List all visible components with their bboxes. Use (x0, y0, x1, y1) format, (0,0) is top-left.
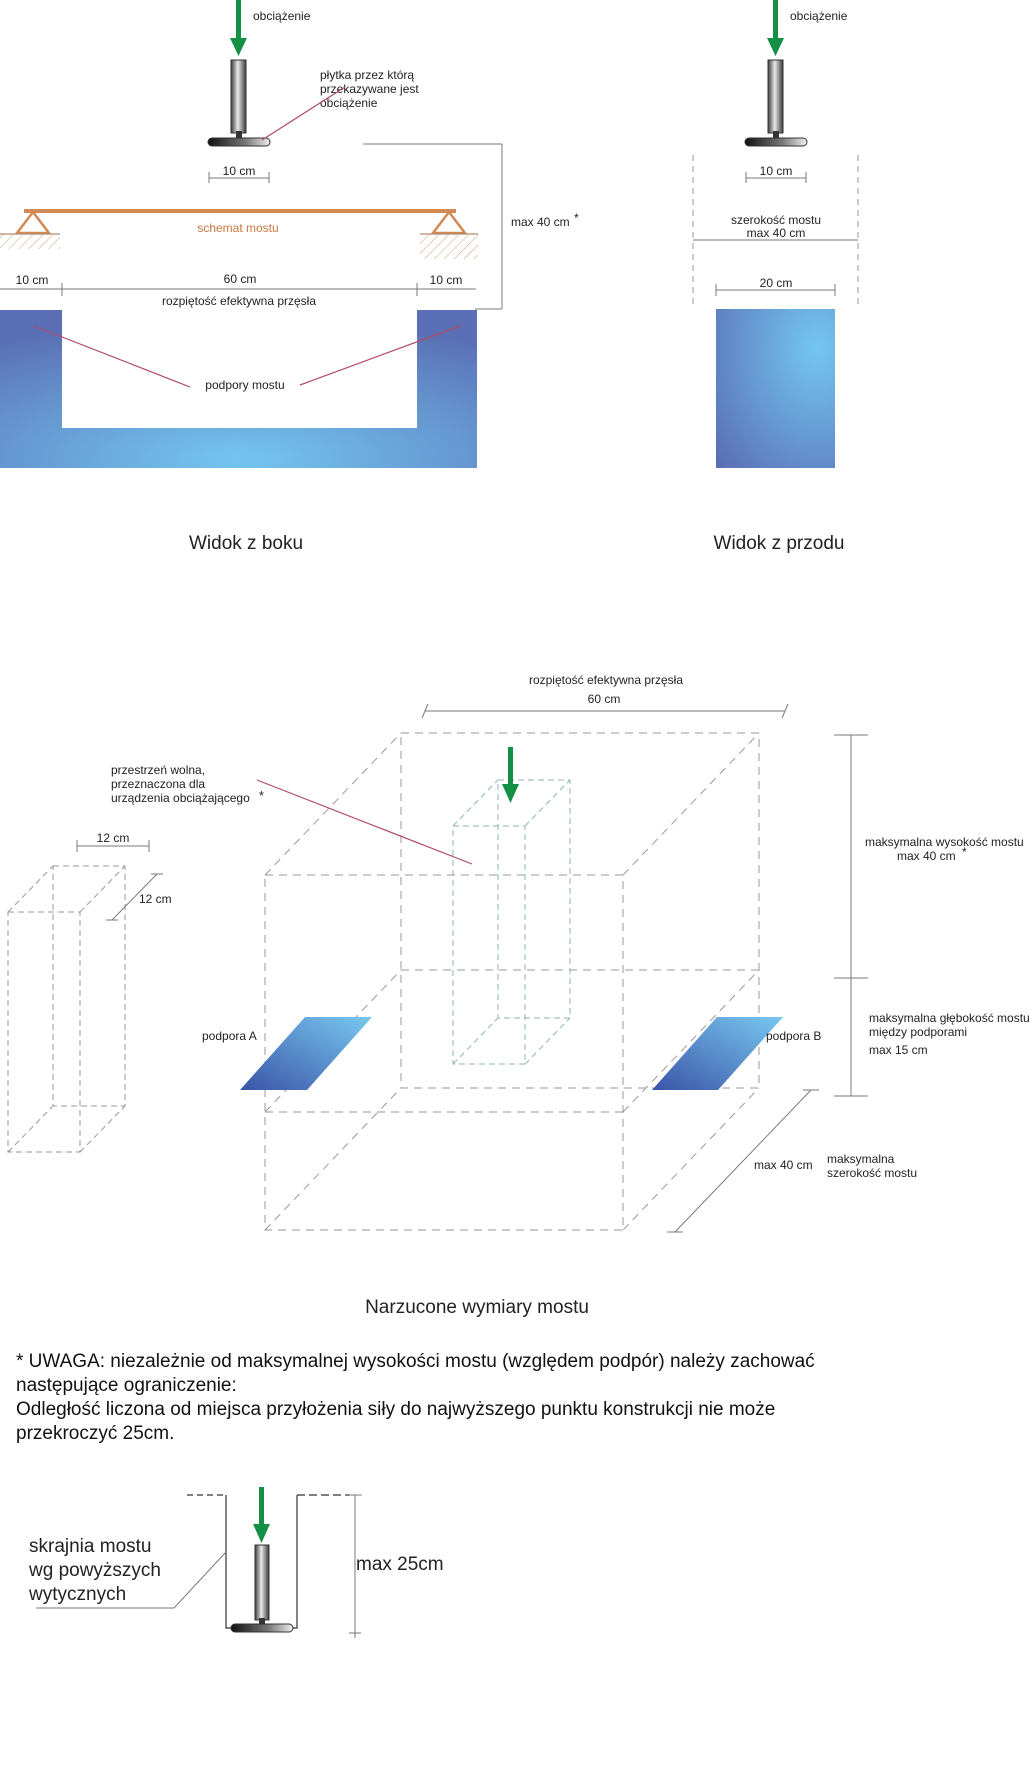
front-width-value: max 40 cm (747, 226, 806, 240)
front-support-shape (716, 309, 835, 468)
box-width-dimension (76, 840, 150, 852)
box-depth-dimension (106, 873, 163, 921)
side-view: obciążenie płytka przez którą przekazywa… (0, 0, 579, 554)
load-plate-icon (230, 1544, 294, 1633)
supports-leader-right (299, 325, 461, 386)
note-line-2: następujące ograniczenie: (16, 1375, 237, 1396)
clearance-detail: max 25cm skrajnia mostu wg powyższych wy… (28, 1487, 444, 1638)
load-arrow-icon (230, 0, 247, 56)
free-space-line-2: przeznaczona dla (111, 777, 205, 791)
side-view-caption: Widok z boku (189, 533, 303, 554)
left-support-width: 10 cm (16, 273, 49, 287)
bridge-schematic (0, 209, 478, 259)
plate-note-line-3: obciążenie (320, 96, 378, 110)
note-line-3: Odległość liczona od miejsca przyłożenia… (16, 1399, 776, 1420)
iso-view-caption: Narzucone wymiary mostu (365, 1297, 589, 1318)
support-b-shape (652, 1017, 783, 1090)
max-width-line-2: szerokość mostu (827, 1166, 917, 1180)
max-height-dimension (834, 734, 868, 1097)
max-height-value: max 40 cm (897, 849, 956, 863)
max-depth-line-1: maksymalna głębokość mostu (869, 1011, 1030, 1025)
support-a-label: podpora A (202, 1029, 257, 1043)
bridge-supports-shape (0, 310, 477, 468)
supports-leader-left (33, 325, 191, 388)
box-depth: 12 cm (139, 892, 172, 906)
pin-support-icon (420, 209, 478, 259)
span-dimension (0, 283, 476, 296)
edge-label-leader (36, 1551, 227, 1609)
note-line-1: * UWAGA: niezależnie od maksymalnej wyso… (16, 1351, 815, 1372)
supports-label: podpory mostu (205, 378, 284, 392)
load-arrow-icon (253, 1487, 270, 1543)
warning-note: * UWAGA: niezależnie od maksymalnej wyso… (16, 1350, 1016, 1446)
free-space-line-3: urządzenia obciążającego (111, 791, 250, 805)
bridge-bounding-box (264, 732, 760, 1231)
free-space-line-1: przestrzeń wolna, (111, 763, 205, 777)
front-view-caption: Widok z przodu (714, 533, 845, 554)
iso-span-label: rozpiętość efektywna przęsła (529, 673, 683, 687)
max-height-label: maksymalna wysokość mostu (865, 835, 1024, 849)
load-arrow-icon (502, 747, 519, 803)
max-width-value: max 40 cm (754, 1158, 813, 1172)
front-plate-width: 10 cm (760, 164, 793, 178)
free-space-mark: * (259, 789, 264, 803)
front-plate-dimension (745, 172, 807, 183)
front-width-label: szerokość mostu (731, 213, 821, 227)
pin-support-icon (0, 209, 60, 249)
plate-note-line-2: przekazywane jest (320, 82, 419, 96)
front-view: obciążenie 10 cm szerokość mostu max 40 … (692, 0, 859, 554)
load-plate-icon (207, 59, 271, 147)
side-plate-dimension (208, 172, 270, 183)
max-width-dimension (667, 1089, 819, 1233)
right-support-width: 10 cm (430, 273, 463, 287)
front-support-dimension (715, 284, 836, 296)
max-depth-value: max 15 cm (869, 1043, 928, 1057)
support-a-shape (240, 1017, 372, 1090)
max-depth-line-2: między podporami (869, 1025, 967, 1039)
free-space-leader (256, 779, 473, 865)
span-label: rozpiętość efektywna przęsła (162, 294, 316, 308)
bridge-schematic-label: schemat mostu (197, 221, 278, 235)
side-plate-width: 10 cm (223, 164, 256, 178)
free-space-column (452, 779, 571, 1065)
edge-label-line-2: wg powyższych (28, 1560, 161, 1581)
span-width: 60 cm (224, 272, 257, 286)
max-height-mark: * (962, 845, 967, 859)
clearance-limit: max 25cm (356, 1554, 444, 1575)
free-space-box (7, 865, 126, 1153)
box-width: 12 cm (97, 831, 130, 845)
iso-span-dimension (421, 703, 789, 719)
height-limit-mark: * (574, 211, 579, 225)
clearance-height-dimension (349, 1494, 361, 1638)
isometric-view: rozpiętość efektywna przęsła 60 cm (7, 673, 1030, 1318)
load-plate-icon (744, 59, 808, 147)
edge-label-line-1: skrajnia mostu (29, 1536, 152, 1557)
front-width-boundaries (692, 155, 859, 305)
plate-note-line-1: płytka przez którą (320, 68, 414, 82)
height-limit: max 40 cm (511, 215, 570, 229)
height-dimension (363, 143, 503, 310)
front-support-width: 20 cm (760, 276, 793, 290)
edge-label-line-3: wytycznych (28, 1584, 126, 1605)
front-load-label: obciążenie (790, 9, 848, 23)
max-width-line-1: maksymalna (827, 1152, 895, 1166)
plate-note-leader (261, 86, 346, 141)
iso-span: 60 cm (588, 692, 621, 706)
support-b-label: podpora B (766, 1029, 821, 1043)
note-line-4: przekroczyć 25cm. (16, 1423, 175, 1444)
side-load-label: obciążenie (253, 9, 311, 23)
load-arrow-icon (767, 0, 784, 56)
